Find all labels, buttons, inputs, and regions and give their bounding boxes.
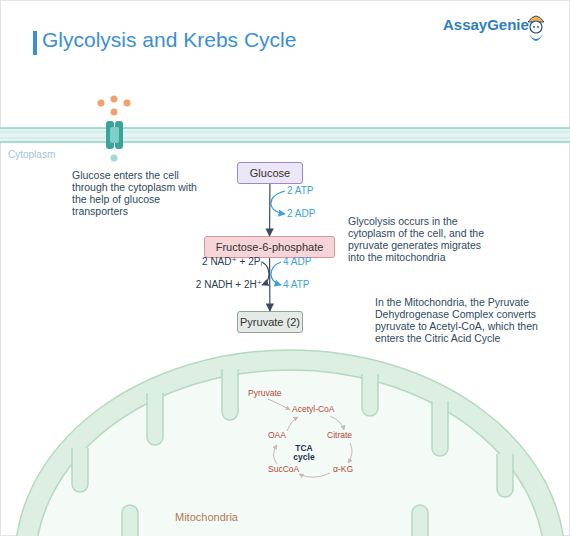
crista-fold <box>432 401 448 456</box>
outer-membrane <box>15 350 565 536</box>
crista-fold <box>412 505 428 536</box>
region-label: Cytoplasm <box>8 149 78 161</box>
mitochondrion: Mitochondria <box>15 350 565 536</box>
crista-fold <box>147 393 163 445</box>
glucose-molecules <box>98 96 131 162</box>
nad-curve-arrow <box>262 262 269 285</box>
cell-membrane <box>0 128 570 142</box>
metabolite-label: Citrate <box>327 431 367 441</box>
metabolite-label: OAA <box>268 431 298 441</box>
metabolite-label: Acetyl-CoA <box>292 405 352 415</box>
cofactor-label: 2 NADH + 2H⁺ <box>158 279 262 291</box>
node-outline <box>15 350 565 536</box>
cofactor-label: 2 ATP <box>287 185 327 197</box>
genie-icon <box>528 16 544 41</box>
annotation-note: In the Mitochondria, the Pyruvate Dehydr… <box>375 296 553 344</box>
molecule-box: Glucose <box>237 162 303 184</box>
brand-logo: AssayGenie <box>443 16 533 33</box>
crista-fold <box>497 454 513 497</box>
crista-fold <box>222 369 238 420</box>
molecule-box: Fructose-6-phosphate <box>204 236 335 258</box>
node-label: Pyruvate (2) <box>240 316 300 328</box>
flow-arrow <box>269 184 271 236</box>
cofactor-label: 2 NAD⁺ + 2Pᵢ <box>168 256 262 268</box>
cofactor-label: 2 ADP <box>287 208 327 220</box>
cofactor-label: 4 ADP <box>283 256 323 268</box>
metabolite-label: SucCoA <box>268 465 308 475</box>
crista-fold <box>362 374 378 416</box>
node-label: Mitochondria <box>175 511 238 523</box>
diagram-title: Glycolysis and Krebs Cycle <box>42 28 296 52</box>
metabolite-label: α-KG <box>333 465 363 475</box>
molecule-box: Pyruvate (2) <box>237 311 303 333</box>
glucose-transporter <box>106 121 123 149</box>
annotation-note: Glucose enters the cell through the cyto… <box>72 169 197 217</box>
node-label: Glucose <box>250 167 290 179</box>
crista-fold <box>122 505 138 536</box>
atp-curve-arrow <box>271 191 285 214</box>
flow-arrow <box>269 258 271 311</box>
node-label: Fructose-6-phosphate <box>216 241 324 253</box>
annotation-note: Glycolysis occurs in the cytoplasm of th… <box>348 215 498 263</box>
crista-fold <box>72 448 88 492</box>
inner-membrane <box>35 370 545 536</box>
mitochondrion-art <box>15 350 565 536</box>
atp-curve-arrow <box>271 262 281 285</box>
title-bar <box>33 31 37 55</box>
metabolite-label: Pyruvate <box>248 389 298 399</box>
cofactor-label: 4 ATP <box>283 279 323 291</box>
cycle-label: TCA cycle <box>288 444 320 463</box>
